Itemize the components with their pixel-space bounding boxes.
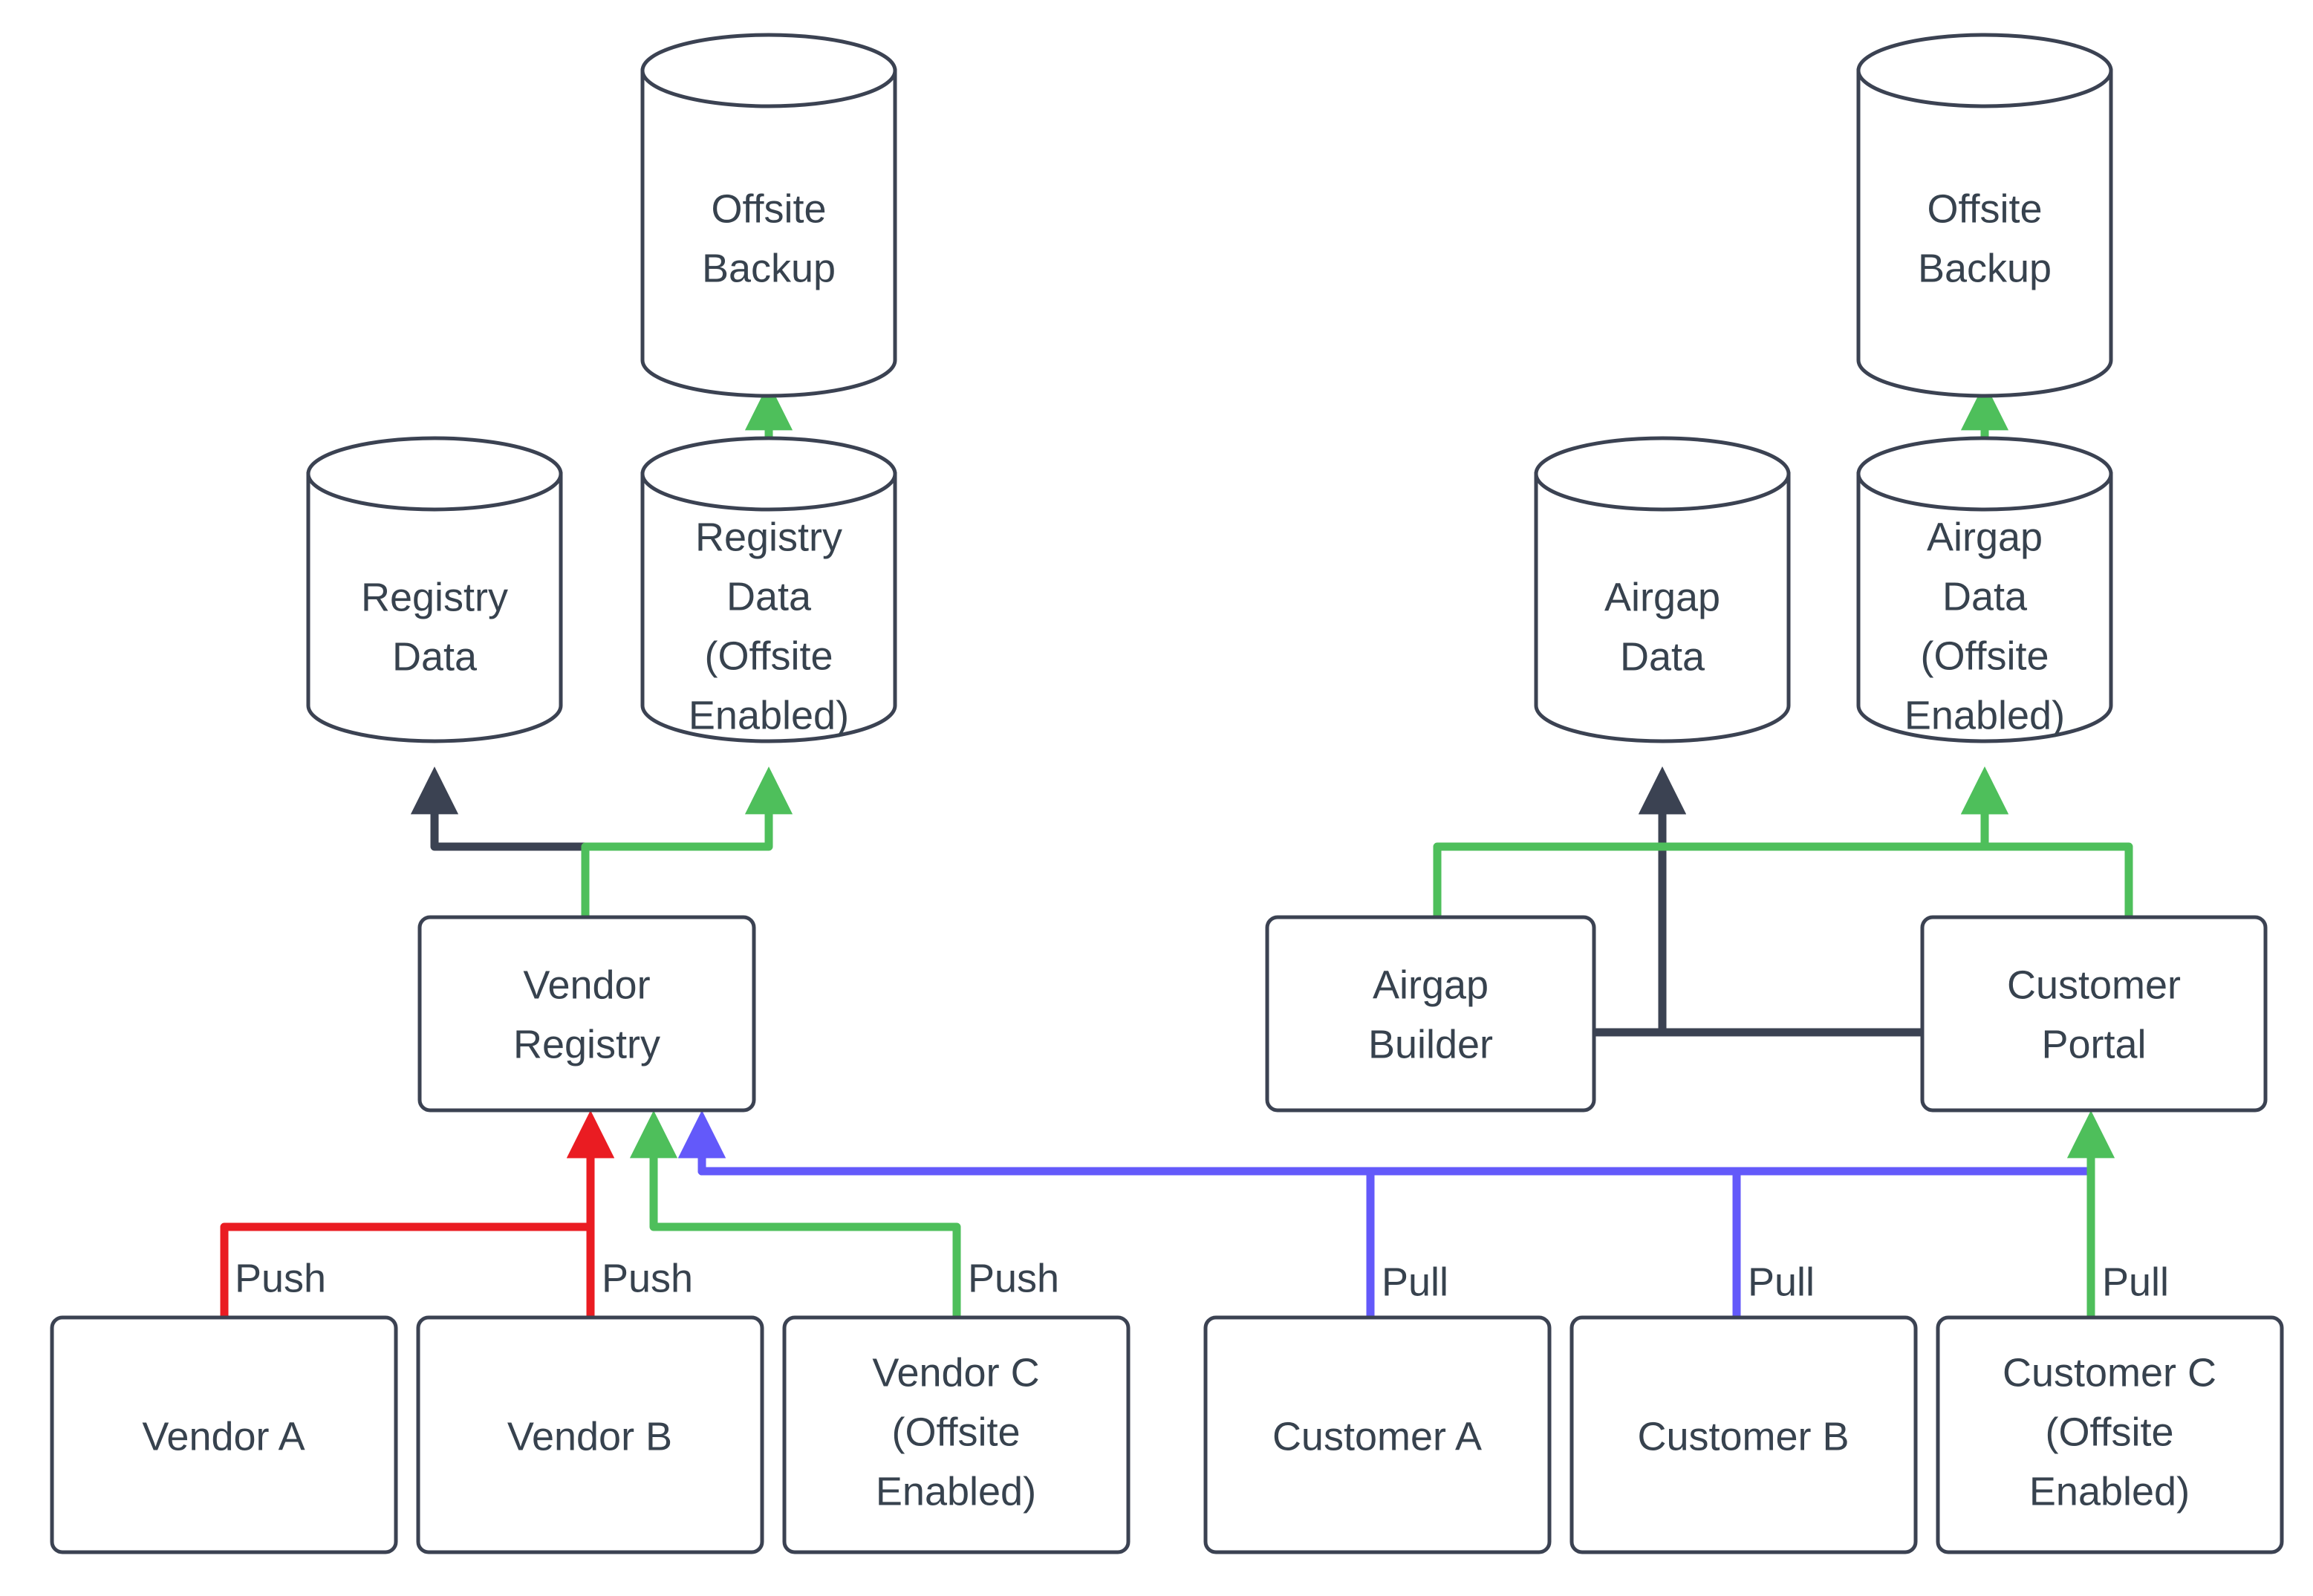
edge-customer-portal-to-airgap-data [1638, 766, 1927, 1037]
node-customer-portal[interactable]: Customer Portal [1920, 915, 2268, 1113]
node-customer-a[interactable]: Customer A [1203, 1315, 1552, 1554]
edge-vendor-registry-to-registry-offsite [581, 766, 793, 922]
edge-label-push-vendor-a: Push [235, 1256, 326, 1300]
node-vendor-registry[interactable]: Vendor Registry [417, 915, 756, 1113]
edge-airgap-builder-to-airgap-data [1589, 766, 1687, 1037]
node-label-vendor-registry-line1: Vendor [523, 963, 650, 1007]
node-label-vendor-c-line1: Vendor C [872, 1350, 1039, 1395]
edge-label-pull-customer-a: Pull [1382, 1260, 1448, 1304]
node-label-customer-portal-line2: Portal [2041, 1022, 2146, 1066]
node-label-customer-b: Customer B [1637, 1414, 1849, 1459]
edge-customer-portal-to-airgap-offsite [1960, 766, 2133, 922]
node-label-customer-c-line1: Customer C [2003, 1350, 2216, 1395]
node-label-customer-portal-line1: Customer [2007, 963, 2181, 1007]
node-label-offsite-backup-right-line1: Offsite [1927, 186, 2042, 231]
node-label-offsite-backup-left-line2: Backup [702, 246, 836, 290]
node-label-registry-offsite-line1: Registry [695, 515, 842, 559]
node-label-customer-a: Customer A [1272, 1414, 1482, 1459]
edge-label-pull-customer-c: Pull [2102, 1260, 2169, 1304]
node-label-vendor-b: Vendor B [507, 1414, 672, 1459]
node-label-offsite-backup-left-line1: Offsite [711, 186, 826, 231]
node-label-offsite-backup-right-line2: Backup [1918, 246, 2052, 290]
node-label-registry-offsite-line4: Enabled) [689, 693, 849, 737]
edge-vendor-c-to-registry [629, 1110, 961, 1322]
node-label-registry-offsite-line2: Data [726, 574, 812, 619]
edge-label-push-vendor-c: Push [968, 1256, 1059, 1300]
node-label-airgap-builder-line2: Builder [1368, 1022, 1493, 1066]
edges-layer [220, 382, 2133, 1322]
node-label-registry-data-line1: Registry [361, 575, 508, 619]
node-label-vendor-c-line2: (Offsite [891, 1410, 1020, 1454]
edge-vendor-registry-to-registry-data [410, 766, 590, 922]
node-label-airgap-offsite-line1: Airgap [1927, 515, 2043, 559]
node-registry-data-offsite[interactable]: Registry Data (Offsite Enabled) [640, 436, 897, 743]
node-label-registry-offsite-line3: (Offsite [704, 633, 833, 678]
node-label-airgap-builder-line1: Airgap [1373, 963, 1489, 1007]
edge-customer-b-to-portal [677, 1110, 1741, 1322]
node-registry-data[interactable]: Registry Data [306, 436, 563, 743]
edge-labels-layer: Push Push Push Pull Pull Pull [235, 1256, 2169, 1304]
node-label-registry-data-line2: Data [392, 634, 478, 679]
node-customer-c[interactable]: Customer C (Offsite Enabled) [1936, 1315, 2284, 1554]
node-label-airgap-offsite-line2: Data [1942, 574, 2028, 619]
edge-label-pull-customer-b: Pull [1748, 1260, 1815, 1304]
node-label-airgap-data-line1: Airgap [1604, 575, 1720, 619]
edge-airgap-builder-to-airgap-offsite [1433, 766, 2009, 922]
node-vendor-b[interactable]: Vendor B [416, 1315, 764, 1554]
node-offsite-backup-right[interactable]: Offsite Backup [1856, 33, 2113, 398]
nodes-layer: Offsite Backup Registry Data Registry Da… [50, 33, 2284, 1554]
node-label-vendor-a: Vendor A [142, 1414, 305, 1459]
edge-blue-trunk-to-portal [697, 1117, 2095, 1176]
node-label-airgap-data-line2: Data [1620, 634, 1705, 679]
node-label-airgap-offsite-line3: (Offsite [1920, 633, 2049, 678]
node-vendor-a[interactable]: Vendor A [50, 1315, 398, 1554]
node-label-airgap-offsite-line4: Enabled) [1904, 693, 2065, 737]
node-label-customer-c-line3: Enabled) [2029, 1469, 2190, 1514]
node-label-customer-c-line2: (Offsite [2045, 1410, 2173, 1454]
node-label-vendor-registry-line2: Registry [513, 1022, 660, 1066]
edge-label-push-vendor-b: Push [602, 1256, 693, 1300]
node-airgap-data-offsite[interactable]: Airgap Data (Offsite Enabled) [1856, 436, 2113, 743]
node-offsite-backup-left[interactable]: Offsite Backup [640, 33, 897, 398]
node-label-vendor-c-line3: Enabled) [876, 1469, 1036, 1514]
node-airgap-builder[interactable]: Airgap Builder [1265, 915, 1596, 1113]
node-vendor-c[interactable]: Vendor C (Offsite Enabled) [782, 1315, 1131, 1554]
node-airgap-data[interactable]: Airgap Data [1534, 436, 1791, 743]
node-customer-b[interactable]: Customer B [1569, 1315, 1918, 1554]
